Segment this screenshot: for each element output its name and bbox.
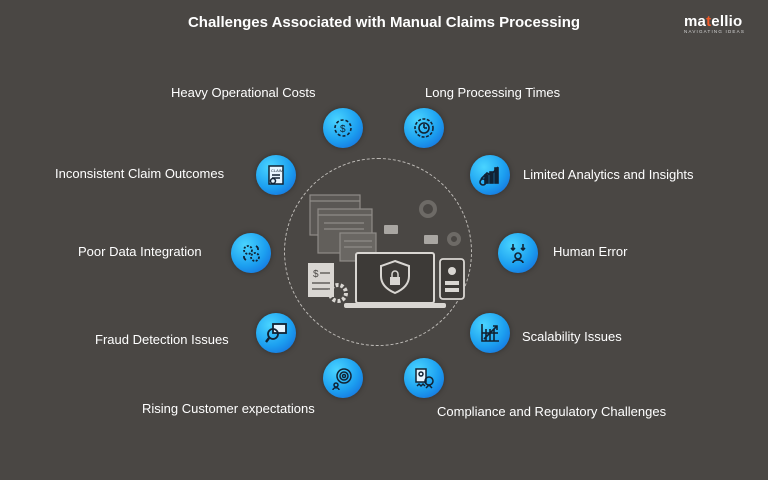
phone-icon	[439, 258, 465, 300]
logo-brand: matellio	[684, 13, 743, 30]
claim-document-icon: CLAIM	[256, 155, 296, 195]
label-compliance-regulatory: Compliance and Regulatory Challenges	[437, 404, 667, 419]
center-dashed-circle	[284, 158, 472, 346]
data-gears-icon	[231, 233, 271, 273]
gear-icon	[419, 200, 461, 246]
laptop-icon	[344, 252, 446, 308]
svg-text:CLAIM: CLAIM	[271, 168, 283, 173]
center-illustration: $	[308, 194, 465, 308]
svg-text:$: $	[313, 269, 319, 280]
label-poor-data-integration: Poor Data Integration	[78, 244, 202, 259]
page-title: Challenges Associated with Manual Claims…	[187, 14, 581, 31]
clock-gear-icon	[404, 108, 444, 148]
gear-dollar-icon: $	[323, 108, 363, 148]
compliance-badge-icon	[404, 358, 444, 398]
chat-bubble-icon	[384, 225, 438, 244]
brand-logo: matellio NAVIGATING IDEAS	[684, 13, 762, 34]
label-long-processing-times: Long Processing Times	[425, 85, 561, 100]
label-heavy-operational-costs: Heavy Operational Costs	[171, 85, 316, 100]
label-fraud-detection-issues: Fraud Detection Issues	[95, 332, 229, 347]
label-rising-customer-expectations: Rising Customer expectations	[142, 401, 315, 416]
browser-windows-icon	[309, 194, 377, 262]
analytics-chart-icon	[470, 155, 510, 195]
fraud-magnifier-icon	[256, 313, 296, 353]
dollar-document-icon: $	[308, 263, 348, 303]
scalability-chart-icon	[470, 313, 510, 353]
label-limited-analytics: Limited Analytics and Insights	[523, 167, 694, 182]
label-human-error: Human Error	[553, 244, 628, 259]
error-person-icon	[498, 233, 538, 273]
label-inconsistent-claim-outcomes: Inconsistent Claim Outcomes	[55, 166, 225, 181]
label-scalability-issues: Scalability Issues	[522, 329, 622, 344]
customer-fingerprint-icon	[323, 358, 363, 398]
logo-tagline: NAVIGATING IDEAS	[684, 29, 746, 34]
svg-text:$: $	[340, 124, 346, 135]
